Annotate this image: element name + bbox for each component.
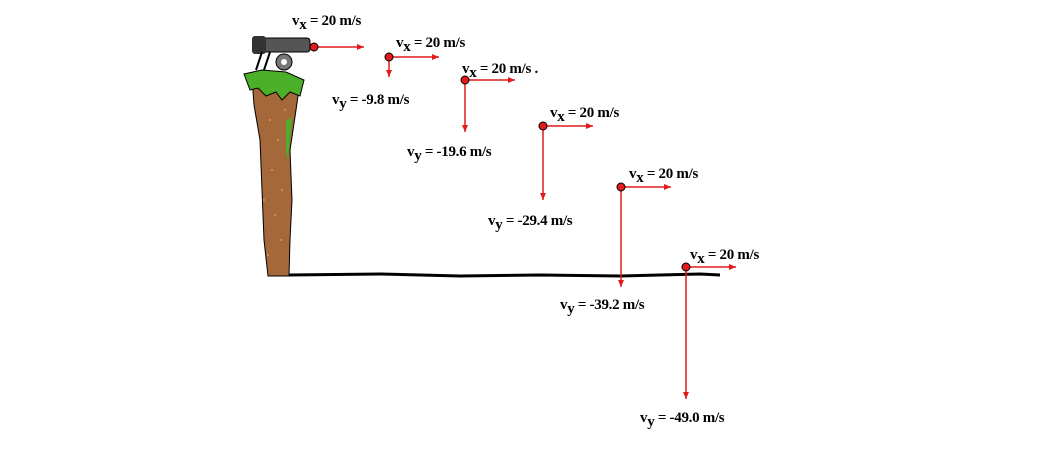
ground-line: [288, 272, 721, 278]
ball-1: [384, 52, 394, 62]
cliff-grass-edge: [286, 118, 292, 160]
ball-2: [460, 75, 470, 85]
vx-label-4: vx = 20 m/s: [629, 166, 698, 186]
vy-label-1: vy = -9.8 m/s: [332, 92, 410, 112]
cliff-grass: [243, 69, 305, 101]
vx-label-0: vx = 20 m/s: [292, 13, 361, 33]
cliff-speckle: [262, 108, 287, 257]
vy-label-2: vy = -19.6 m/s: [407, 144, 492, 164]
vx-label-5: vx = 20 m/s: [690, 247, 759, 267]
vx-label-1: vx = 20 m/s: [396, 35, 465, 55]
cliff-rock: [251, 77, 301, 277]
ball-0: [309, 42, 319, 52]
ball-3: [538, 121, 548, 131]
vy-label-5: vy = -49.0 m/s: [640, 410, 725, 430]
vy-label-4: vy = -39.2 m/s: [560, 297, 645, 317]
ball-5: [681, 262, 691, 272]
cliff: [243, 69, 305, 277]
velocity-vectors: vx = 20 m/s vx = 20 m/s vy = -9.8 m/s vx = …: [292, 13, 760, 430]
vy-label-3: vy = -29.4 m/s: [488, 213, 573, 233]
vx-label-3: vx = 20 m/s: [550, 105, 619, 125]
ball-4: [616, 182, 626, 192]
vx-label-2: vx = 20 m/s .: [462, 61, 538, 81]
cannon: [252, 36, 311, 71]
